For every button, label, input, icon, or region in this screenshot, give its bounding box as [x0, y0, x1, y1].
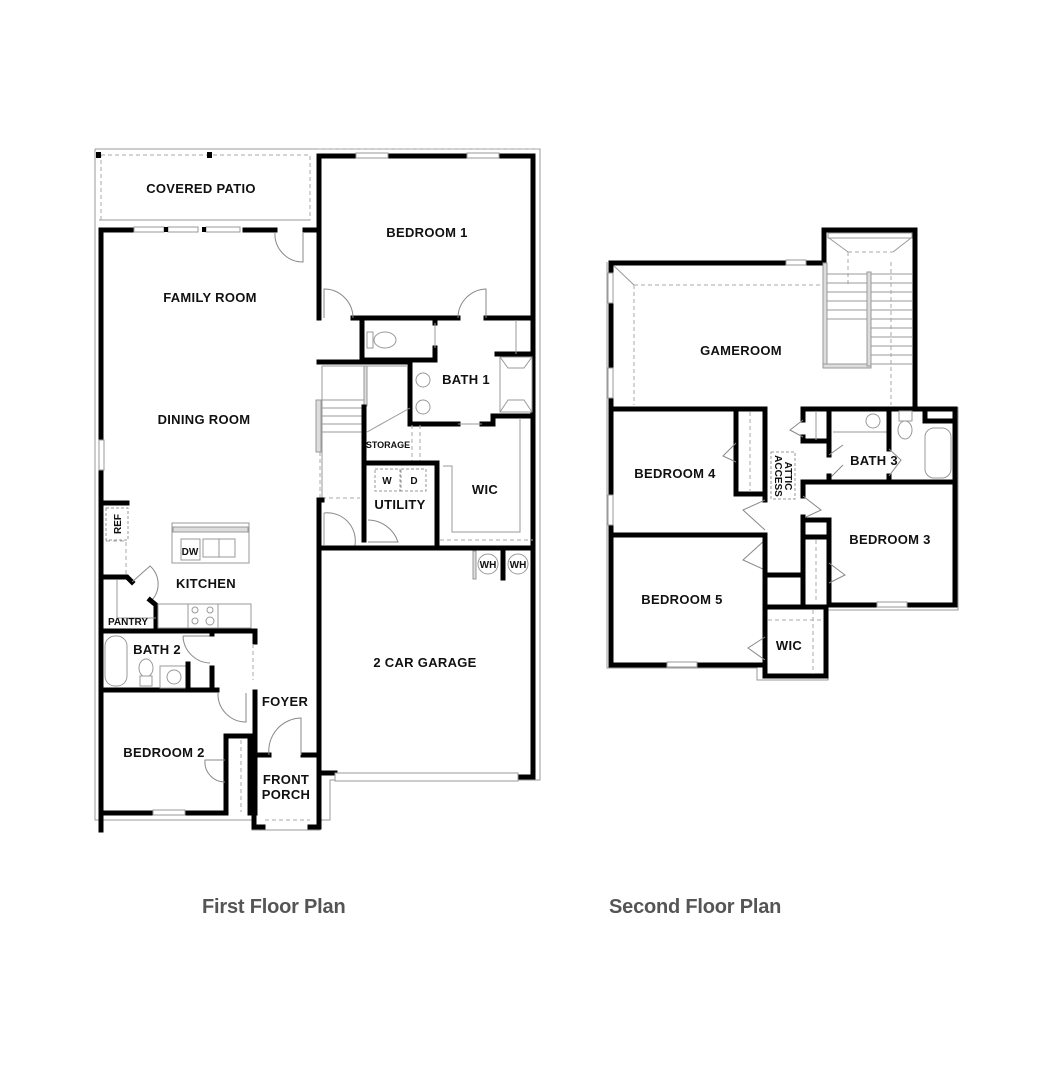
fixture-label-dw: DW: [182, 547, 199, 558]
first-floor-caption: First Floor Plan: [202, 896, 346, 918]
room-label-bath-1: BATH 1: [442, 372, 490, 387]
fixture-label-dryer: D: [410, 476, 417, 487]
room-label-gameroom: GAMEROOM: [700, 343, 782, 358]
room-label-bedroom-5: BEDROOM 5: [641, 592, 722, 607]
fixture-label-ref: REF: [113, 514, 124, 534]
room-label-front-porch-line2: PORCH: [262, 787, 310, 802]
fixture-label-washer: W: [382, 476, 392, 487]
room-label-covered-patio: COVERED PATIO: [146, 181, 256, 196]
first-floor-plan: COVERED PATIO BEDROOM 1 FAMILY ROOM DINI…: [94, 148, 541, 833]
room-label-utility: UTILITY: [374, 497, 425, 512]
room-label-bath-2: BATH 2: [133, 642, 181, 657]
room-label-family-room: FAMILY ROOM: [163, 290, 257, 305]
room-label-pantry: PANTRY: [108, 617, 148, 628]
room-label-front-porch-line1: FRONT: [263, 772, 309, 787]
room-label-foyer: FOYER: [262, 694, 309, 709]
room-label-wic-2: WIC: [776, 638, 802, 653]
room-label-bath-3: BATH 3: [850, 453, 898, 468]
room-label-wic: WIC: [472, 482, 498, 497]
second-floor-caption: Second Floor Plan: [609, 896, 782, 918]
room-label-dining-room: DINING ROOM: [158, 412, 251, 427]
attic-label-line2: ACCESS: [772, 455, 783, 497]
room-label-kitchen: KITCHEN: [176, 576, 236, 591]
room-label-storage: STORAGE: [366, 440, 410, 450]
fixture-label-water-heater-2: WH: [510, 560, 527, 571]
room-label-bedroom-2: BEDROOM 2: [123, 745, 204, 760]
attic-label-line1: ATTIC: [782, 462, 793, 491]
fixture-label-water-heater-1: WH: [480, 560, 497, 571]
room-label-bedroom-3: BEDROOM 3: [849, 532, 930, 547]
room-label-bedroom-1: BEDROOM 1: [386, 225, 467, 240]
room-label-garage: 2 CAR GARAGE: [373, 655, 476, 670]
room-label-bedroom-4: BEDROOM 4: [634, 466, 716, 481]
second-floor-plan: GAMEROOM BEDROOM 4 ATTIC ACCESS BATH 3 B…: [606, 227, 959, 681]
